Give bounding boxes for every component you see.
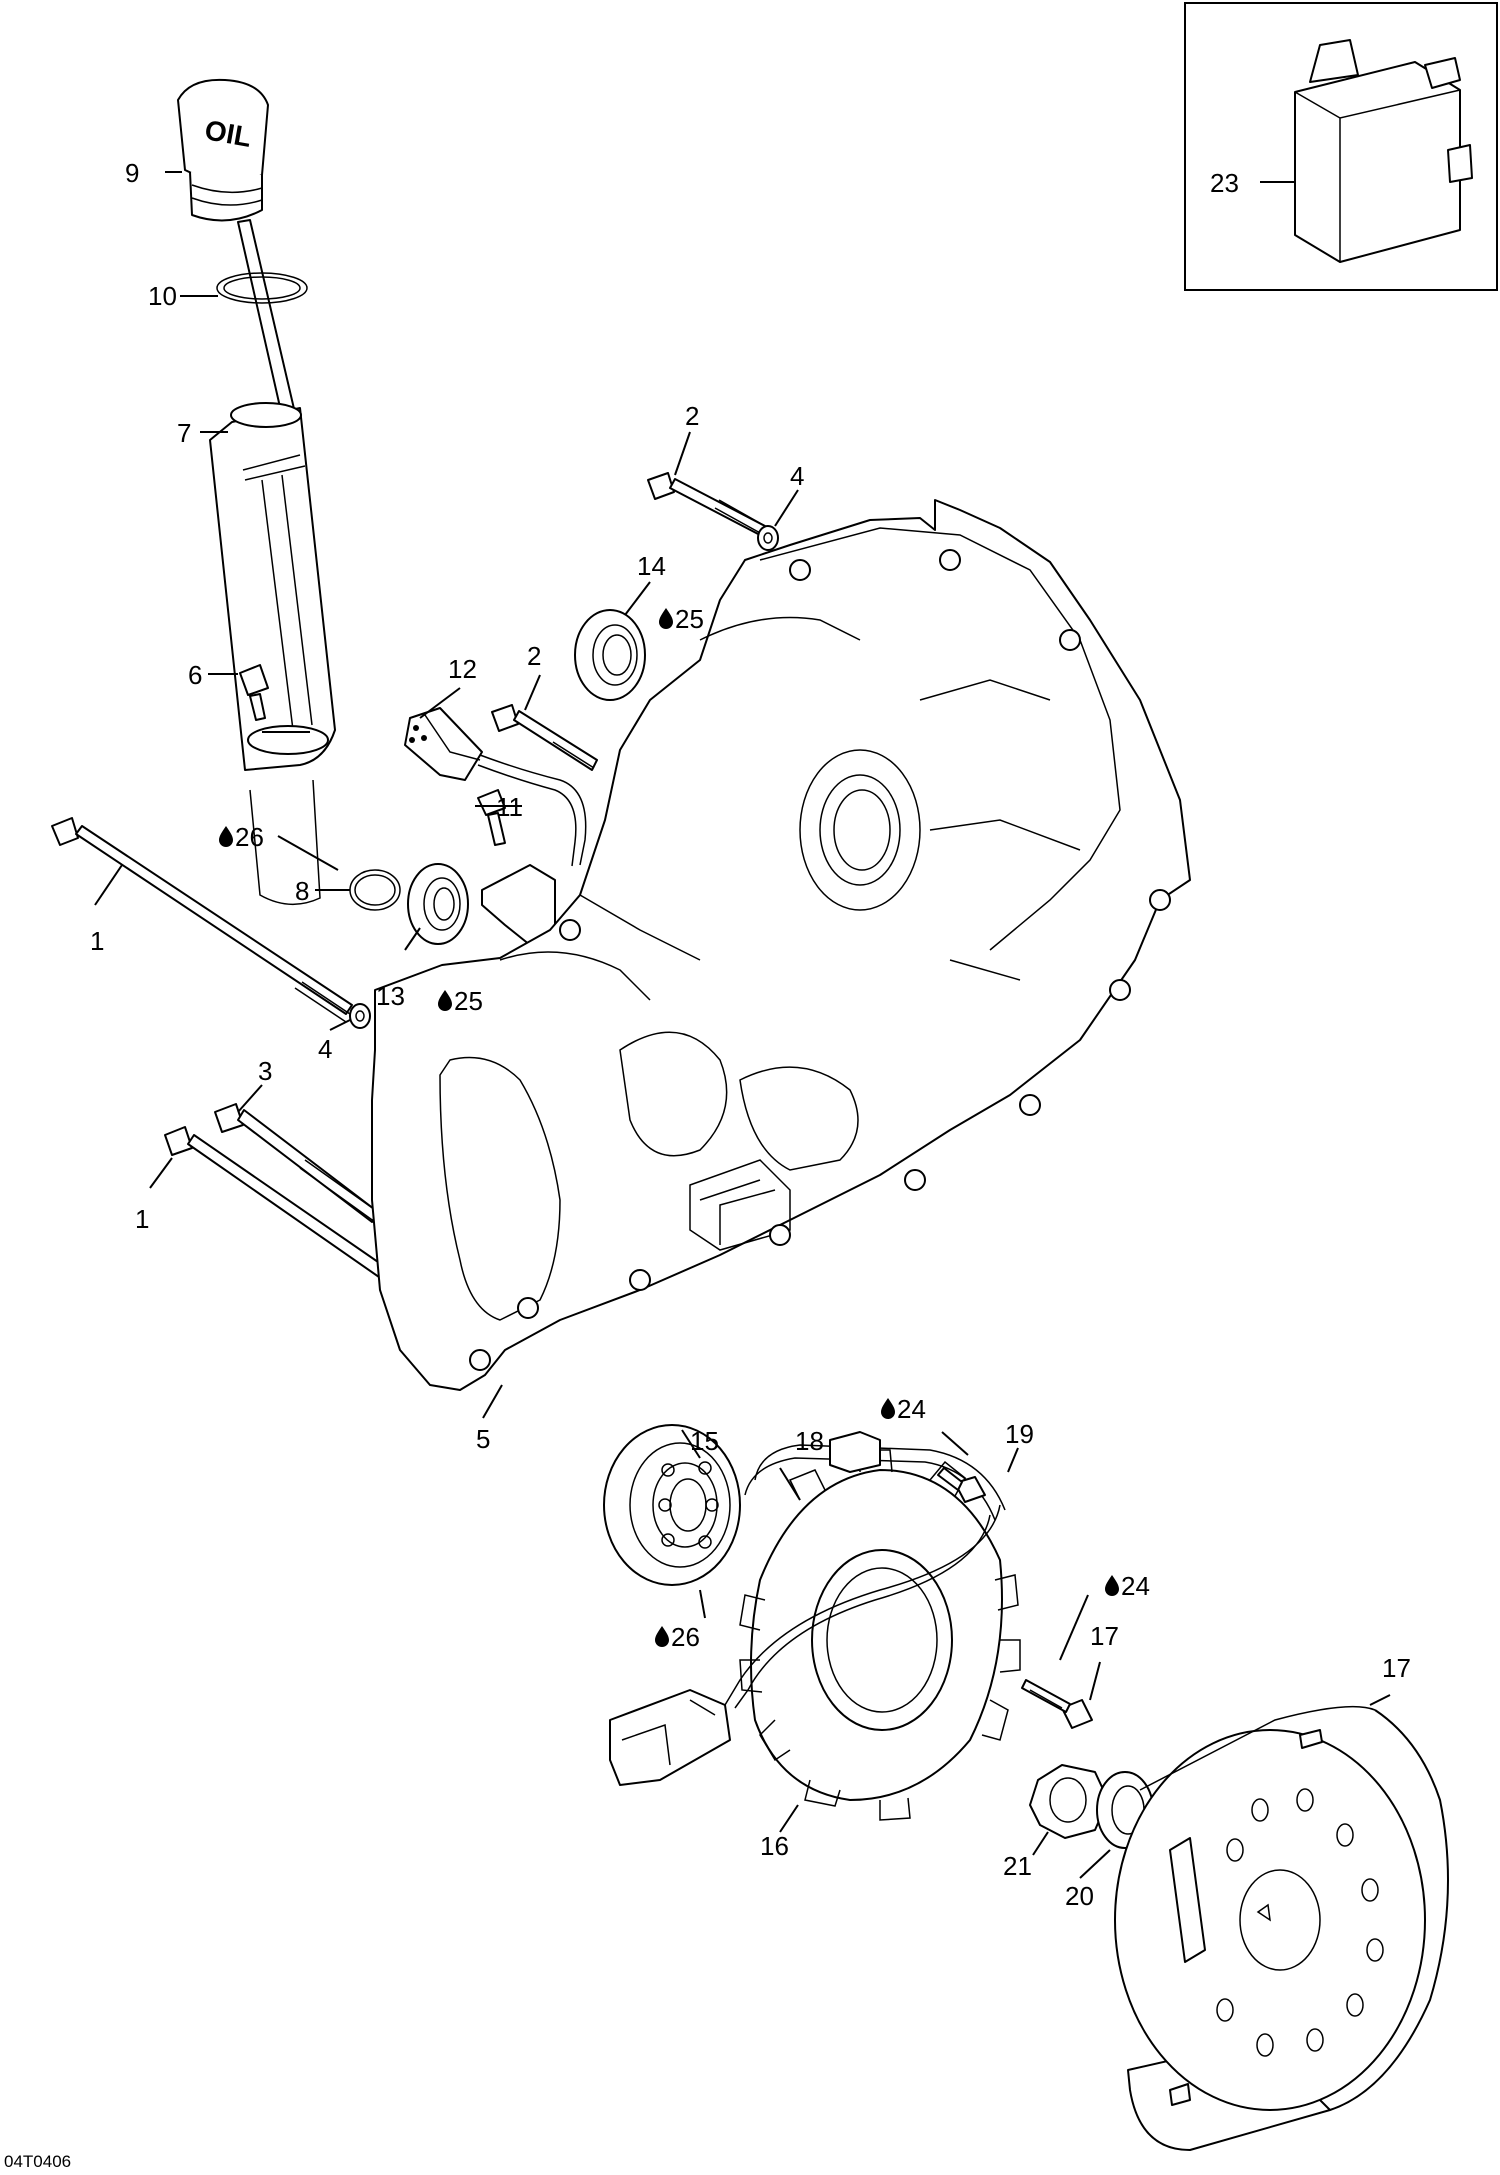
o-ring-10 [216, 272, 308, 304]
oil-drop-icon [219, 826, 233, 847]
lubricant-references: 25 25 26 26 24 24 [219, 604, 1150, 1652]
callout-15: 15 [690, 1426, 719, 1456]
callout-11: 11 [496, 792, 523, 822]
callout-16: 16 [760, 1831, 789, 1861]
oil-drop-icon [655, 1626, 669, 1647]
callout-13: 13 [376, 981, 405, 1011]
lube-ref-26-upper: 26 [219, 822, 264, 852]
callout-10: 10 [148, 281, 177, 311]
callout-2-upper: 2 [685, 401, 699, 431]
svg-text:25: 25 [454, 986, 483, 1016]
o-ring-8 [349, 869, 401, 911]
callout-7: 7 [177, 418, 191, 448]
svg-text:26: 26 [671, 1622, 700, 1652]
bolt-11 [477, 789, 506, 846]
screw-20 [937, 1467, 986, 1503]
long-bolt-upper [51, 817, 353, 1023]
callout-8: 8 [295, 876, 309, 906]
bolt-2-upper [647, 472, 766, 536]
oil-cap: OIL [177, 78, 269, 222]
oil-seal-14 [574, 609, 646, 701]
callout-19: 18 [795, 1426, 824, 1456]
oil-drop-icon [881, 1398, 895, 1419]
callout-labels: 9 10 7 6 8 1 1 3 4 13 12 11 2 2 4 14 5 1… [90, 158, 1411, 1911]
lube-ref-24-lower: 24 [1105, 1571, 1150, 1601]
callout-1-lower: 1 [135, 1204, 149, 1234]
svg-text:26: 26 [235, 822, 264, 852]
callout-21: 20 [1065, 1881, 1094, 1911]
bolt-3 [214, 1103, 379, 1223]
callout-4-lower: 4 [318, 1034, 332, 1064]
lube-ref-26-lower: 26 [655, 1622, 700, 1652]
callout-6: 6 [188, 660, 202, 690]
oil-drop-icon [659, 608, 673, 629]
lube-ref-25-upper: 25 [659, 604, 704, 634]
callout-23: 23 [1210, 168, 1239, 198]
svg-text:24: 24 [897, 1394, 926, 1424]
lube-ref-25-lower: 25 [438, 986, 483, 1016]
lube-ref-24-upper: 24 [881, 1394, 926, 1424]
oil-drop-icon [1105, 1575, 1119, 1596]
callout-22: 21 [1003, 1851, 1032, 1881]
washer-4-upper [757, 525, 779, 551]
bolt-6 [239, 664, 269, 721]
rotor-17 [1114, 1705, 1449, 2151]
crankcase-cover [371, 499, 1191, 1391]
callout-5: 5 [476, 1424, 490, 1454]
bolt-2-lower [491, 704, 598, 771]
callout-1-upper: 1 [90, 926, 104, 956]
oil-seal-13 [407, 863, 469, 945]
ecu-inset-box [1184, 2, 1498, 291]
screw-18 [1021, 1679, 1093, 1729]
callout-20: 19 [1005, 1419, 1034, 1449]
ball-bearing-15 [603, 1424, 741, 1586]
nut-22 [1029, 1764, 1109, 1839]
callout-3: 3 [258, 1056, 272, 1086]
callout-9: 9 [125, 158, 139, 188]
svg-text:25: 25 [675, 604, 704, 634]
callout-14: 14 [637, 551, 666, 581]
callout-17: 17 [1382, 1653, 1411, 1683]
washer-4-lower [349, 1003, 371, 1029]
sensor-12 [404, 707, 587, 946]
leader-lines [94, 171, 1391, 1879]
callout-2-lower: 2 [527, 641, 541, 671]
diagram-code: 04T0406 [4, 2152, 71, 2171]
stator-16 [609, 1431, 1021, 1821]
svg-text:24: 24 [1121, 1571, 1150, 1601]
callout-18: 17 [1090, 1621, 1119, 1651]
oil-fill-tube [209, 402, 336, 906]
callout-4-upper: 4 [790, 461, 804, 491]
callout-12: 12 [448, 654, 477, 684]
